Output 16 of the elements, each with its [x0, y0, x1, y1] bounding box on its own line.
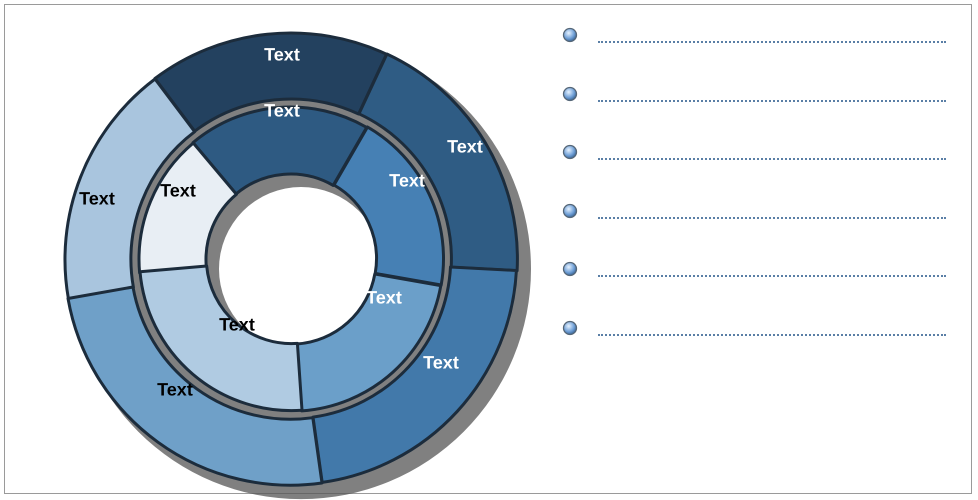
segment-label: Text [423, 352, 459, 374]
segment-label: Text [366, 287, 402, 308]
ring-segment [332, 125, 445, 288]
ring-segment [152, 31, 388, 134]
ring-segment [63, 76, 197, 300]
segment-label: Text [264, 100, 300, 122]
segment-label: Text [264, 44, 300, 66]
ring-segment [137, 140, 238, 274]
ring-segment [66, 284, 324, 487]
ring-segment [311, 265, 519, 485]
segment-label: Text [157, 379, 193, 400]
ring-segment [356, 52, 519, 273]
ring-segment [138, 264, 304, 413]
segment-label: Text [79, 188, 115, 210]
segment-label: Text [447, 136, 483, 158]
segment-label: Text [160, 180, 196, 202]
